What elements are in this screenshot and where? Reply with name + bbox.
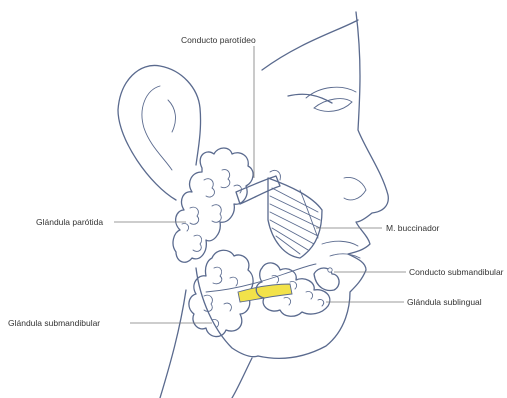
ear-outline: [118, 65, 201, 200]
sublingual-gland-upper: [314, 268, 339, 290]
jaw-line: [196, 268, 258, 357]
face-profile-outline: [232, 12, 388, 398]
neck-line: [160, 290, 186, 398]
eye-lid: [306, 87, 356, 98]
submandibular-duct: [238, 284, 292, 302]
nostril-outline: [344, 178, 366, 200]
label-glandula-submandibular: Glándula submandibular: [8, 319, 100, 328]
eye-outline: [314, 99, 352, 112]
duct-opening: [328, 268, 332, 272]
parotid-duct-end: [270, 170, 280, 180]
parotid-lobules: [182, 170, 241, 252]
label-glandula-sublingual: Glándula sublingual: [407, 298, 482, 307]
label-m-buccinador: M. buccinador: [386, 224, 439, 233]
mouth-line: [322, 241, 358, 246]
label-conducto-parotideo: Conducto parotídeo: [181, 36, 256, 45]
buccinator-muscle: [268, 178, 322, 258]
label-glandula-parotida: Glándula parótida: [36, 218, 103, 227]
ear-inner-2: [168, 100, 175, 132]
submandibular-lobules: [204, 267, 238, 327]
label-conducto-submandibular: Conducto submandibular: [409, 268, 504, 277]
ear-inner: [142, 86, 172, 170]
